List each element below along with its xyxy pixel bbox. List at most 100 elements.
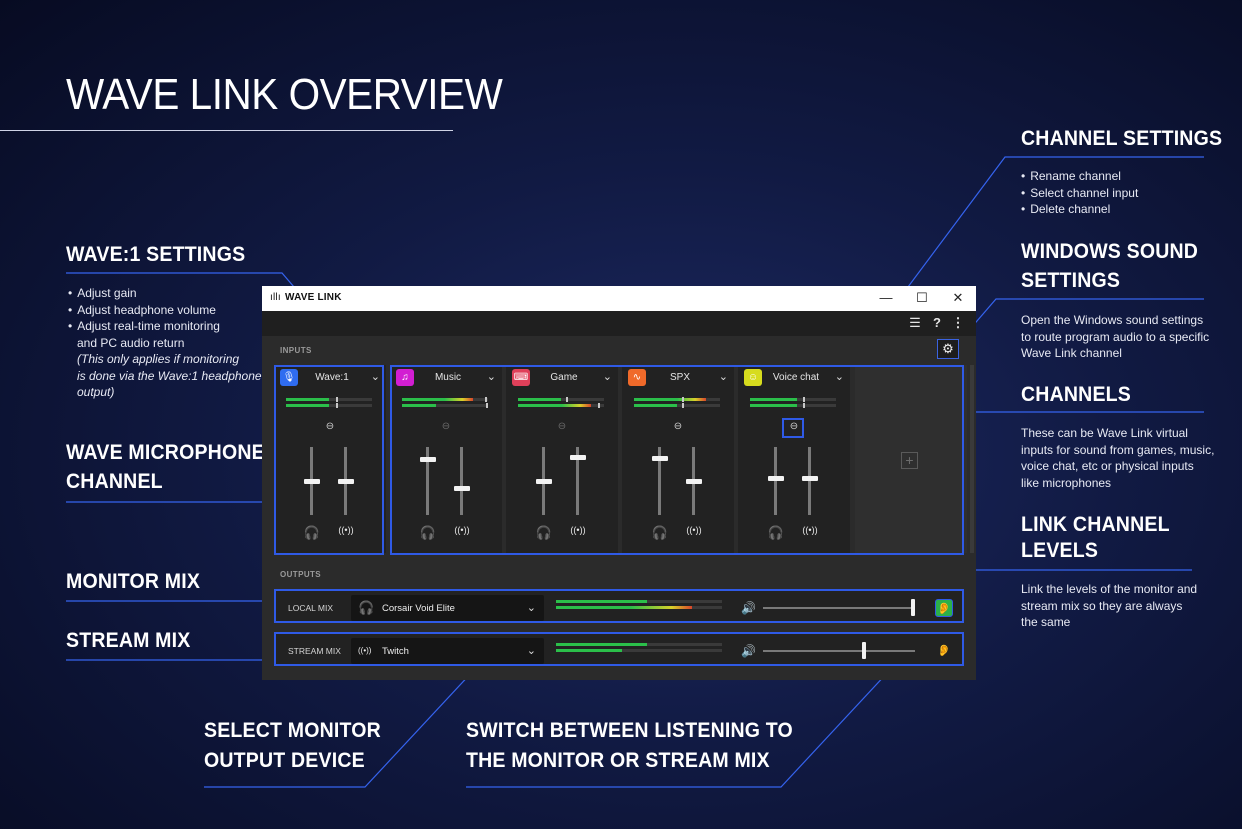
- channel-name: SPX: [669, 372, 690, 383]
- output-volume-slider[interactable]: [763, 607, 915, 609]
- broadcast-icon: ((•)): [570, 525, 586, 535]
- stream-volume-slider[interactable]: [460, 447, 463, 515]
- callout-title: CHANNEL SETTINGS: [1021, 127, 1223, 150]
- list-item: Delete channel: [1021, 201, 1237, 218]
- app-title: WAVE LINK: [285, 292, 342, 303]
- callout-title: WAVE:1 SETTINGS: [66, 243, 246, 266]
- monitor-volume-slider[interactable]: [658, 447, 661, 515]
- headphones-icon: 🎧: [303, 525, 321, 540]
- slider-handle[interactable]: [767, 475, 784, 481]
- meter-fill: [286, 404, 329, 407]
- meter-fill: [750, 404, 798, 407]
- meter-peak: [566, 397, 569, 402]
- slider-handle[interactable]: [535, 479, 552, 484]
- slider-handle[interactable]: [801, 475, 818, 481]
- link-levels-icon[interactable]: ⊖: [557, 421, 567, 432]
- headphones-icon: 🎧: [651, 525, 669, 540]
- output-label: STREAM MIX: [288, 646, 341, 656]
- slider-handle[interactable]: [651, 455, 668, 461]
- link-levels-highlight: [782, 418, 804, 438]
- broadcast-icon: ((•)): [802, 525, 818, 535]
- slider-handle[interactable]: [453, 485, 470, 491]
- monitor-level-meter: [286, 397, 372, 402]
- sliders-icon[interactable]: ☰: [909, 315, 921, 330]
- broadcast-icon: ((•)): [686, 525, 702, 535]
- slider-handle[interactable]: [419, 457, 436, 463]
- inputs-scrollbar[interactable]: [970, 365, 974, 553]
- callout-title: SWITCH BETWEEN LISTENING TO: [466, 719, 793, 742]
- channel-header[interactable]: ⌨Game⌄: [506, 365, 618, 391]
- meter-fill: [556, 643, 648, 646]
- meter-peak: [803, 397, 806, 402]
- output-device-select[interactable]: 🎧Corsair Void Elite⌄: [351, 595, 544, 621]
- local-mix-row: LOCAL MIX🎧Corsair Void Elite⌄🔊👂: [274, 589, 964, 623]
- link-levels-icon[interactable]: ⊖: [789, 421, 799, 432]
- callout-body: Adjust gain Adjust headphone volume Adju…: [68, 285, 262, 401]
- slider-handle[interactable]: [685, 479, 702, 484]
- list-item: Adjust gain: [68, 285, 262, 302]
- link-levels-icon[interactable]: ⊖: [673, 421, 683, 432]
- callout-link-levels: LINK CHANNEL LEVELS Link the levels of t…: [1021, 510, 1197, 631]
- stream-volume-slider[interactable]: [576, 447, 579, 515]
- ear-listen-icon[interactable]: 👂: [935, 599, 953, 617]
- volume-slider-handle[interactable]: [911, 599, 915, 616]
- link-levels-icon[interactable]: ⊖: [325, 421, 335, 432]
- meter-peak: [597, 403, 600, 408]
- callout-title: OUTPUT DEVICE: [204, 749, 365, 772]
- slider-handle[interactable]: [569, 455, 586, 461]
- monitor-level-meter: [634, 397, 720, 402]
- callout-title: SELECT MONITOR: [204, 719, 381, 742]
- list-item: Adjust headphone volume: [68, 302, 262, 319]
- stream-level-meter: [286, 403, 372, 408]
- channel-header[interactable]: ∿SPX⌄: [622, 365, 734, 391]
- slider-handle[interactable]: [303, 479, 320, 484]
- callout-note: (This only applies if monitoring is done…: [77, 351, 262, 401]
- chevron-down-icon[interactable]: ⌄: [718, 371, 728, 383]
- channel-header[interactable]: ♫Music⌄: [390, 365, 502, 391]
- callout-body: Open the Windows sound settings to route…: [1021, 312, 1211, 362]
- channel-strip: ∿SPX⌄⊖🎧((•)): [622, 365, 734, 553]
- output-level-meter: [556, 600, 722, 603]
- output-volume-slider[interactable]: [763, 650, 915, 652]
- slider-handle[interactable]: [337, 479, 354, 484]
- chevron-down-icon[interactable]: ⌄: [834, 371, 844, 383]
- note-line: is done via the Wave:1 headphone: [77, 368, 262, 383]
- output-device-select[interactable]: ((•))Twitch⌄: [351, 638, 544, 664]
- music-note-icon: ♫: [396, 369, 414, 386]
- headphones-icon: 🎧: [358, 600, 375, 615]
- monitor-level-meter: [518, 397, 604, 402]
- callout-stream-mix: STREAM MIX: [66, 626, 200, 655]
- callout-title: CHANNELS: [1021, 383, 1132, 406]
- callout-title: SETTINGS: [1021, 269, 1121, 292]
- channel-header[interactable]: 🎙Wave:1⌄: [274, 365, 386, 391]
- chevron-down-icon[interactable]: ⌄: [370, 371, 380, 383]
- callout-switch-listening: SWITCH BETWEEN LISTENING TO THE MONITOR …: [466, 716, 818, 775]
- callout-title: LINK CHANNEL: [1021, 513, 1170, 536]
- maximize-button[interactable]: ☐: [916, 290, 928, 305]
- stream-volume-slider[interactable]: [808, 447, 811, 515]
- monitor-volume-slider[interactable]: [426, 447, 429, 515]
- windows-sound-settings-gear-icon[interactable]: ⚙: [937, 339, 959, 359]
- meter-fill: [634, 404, 677, 407]
- chevron-down-icon[interactable]: ⌄: [486, 371, 496, 383]
- body-line: Link the levels of the monitor and: [1021, 582, 1198, 596]
- help-button[interactable]: ?: [933, 315, 941, 330]
- output-level-meter: [556, 606, 722, 609]
- output-label: LOCAL MIX: [288, 603, 334, 613]
- output-level-meter: [556, 649, 722, 652]
- body-line: inputs for sound from games, music,: [1021, 442, 1215, 457]
- more-menu-button[interactable]: ⋮: [951, 315, 965, 330]
- link-levels-icon[interactable]: ⊖: [441, 421, 451, 432]
- chevron-down-icon[interactable]: ⌄: [602, 371, 612, 383]
- minimize-button[interactable]: —: [879, 290, 893, 305]
- ear-listen-icon[interactable]: 👂: [937, 645, 951, 657]
- close-button[interactable]: ✕: [952, 290, 964, 305]
- add-channel-button[interactable]: +: [901, 452, 918, 469]
- callout-windows-sound: WINDOWS SOUND SETTINGS Open the Windows …: [1021, 237, 1211, 362]
- monitor-volume-slider[interactable]: [774, 447, 777, 515]
- channel-header[interactable]: ☺Voice chat⌄: [738, 365, 850, 391]
- gamepad-icon: ⌨: [512, 369, 530, 386]
- meter-fill: [402, 404, 437, 407]
- volume-slider-handle[interactable]: [861, 642, 866, 659]
- list-item: Rename channel: [1021, 168, 1237, 185]
